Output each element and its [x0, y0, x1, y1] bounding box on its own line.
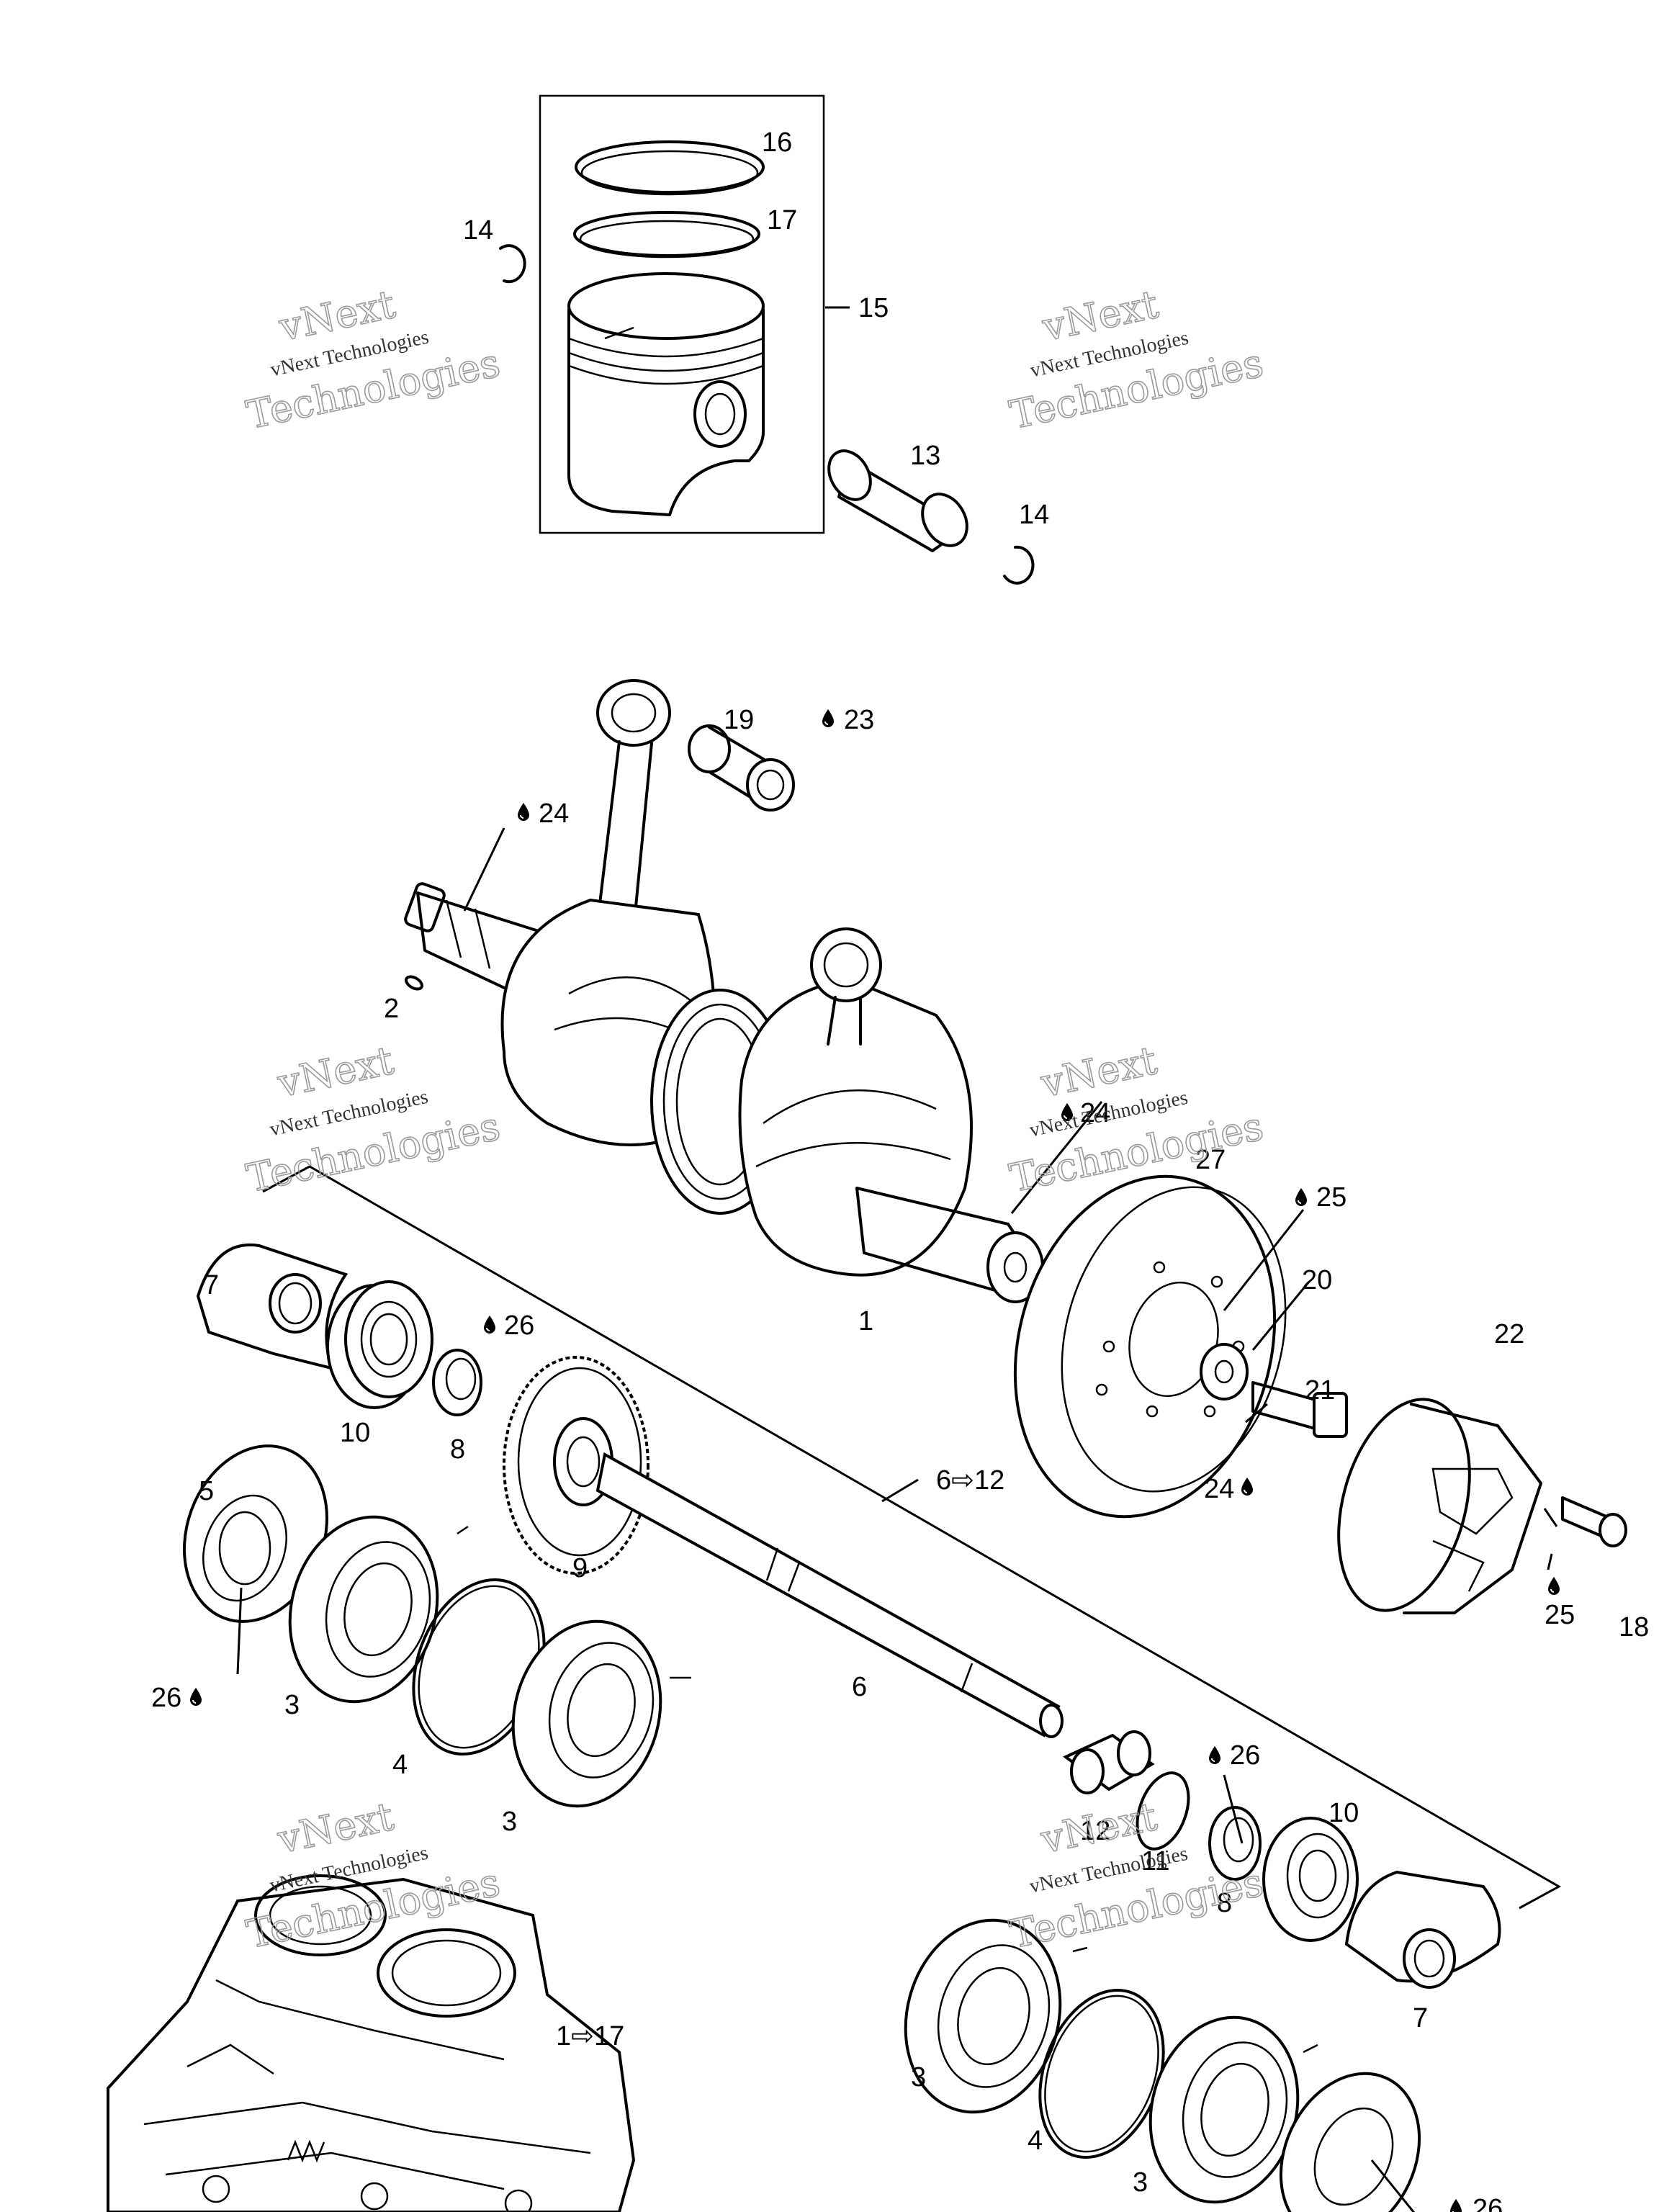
key-2 — [405, 975, 423, 991]
callout-4-right: 4 — [1028, 2126, 1043, 2156]
needle-bearing-19 — [688, 724, 795, 811]
callout-23: 23 — [844, 705, 874, 735]
callout-11: 11 — [1141, 1846, 1169, 1876]
flywheel-27 — [1013, 1174, 1287, 1519]
counterweight-7-right — [1344, 1870, 1501, 1989]
callout-3-c: 3 — [911, 2062, 926, 2092]
callout-18: 18 — [1619, 1612, 1649, 1642]
callout-9: 9 — [572, 1553, 588, 1583]
screw-18 — [1561, 1496, 1627, 1547]
oil-drop-icon — [1208, 1745, 1222, 1766]
callout-3-d: 3 — [1133, 2167, 1148, 2198]
oil-drop-icon — [1449, 2198, 1463, 2212]
watermark-6: vNext Technologies vNext Technologies — [1005, 1793, 1267, 1958]
oil-drop-icon — [1294, 1187, 1308, 1208]
callout-3-a: 3 — [284, 1690, 300, 1720]
ball-bearing-10-left — [326, 1280, 433, 1409]
callout-25-top: 25 — [1316, 1182, 1346, 1213]
callout-26-a: 26 — [504, 1310, 534, 1341]
callout-6-to-12: 6⇨12 — [936, 1465, 1004, 1496]
circlip-14-left — [499, 244, 526, 284]
ball-bearing-10-right — [1262, 1817, 1359, 1942]
callout-14-right: 14 — [1019, 500, 1049, 530]
connecting-rod-left — [596, 679, 671, 930]
callout-24-top: 24 — [539, 799, 569, 829]
callout-6: 6 — [852, 1672, 867, 1702]
callout-7-right: 7 — [1413, 2003, 1428, 2033]
callout-1-to-17: 1⇨17 — [556, 2021, 624, 2051]
piston-15 — [567, 272, 765, 516]
callout-24-bolt: 24 — [1204, 1474, 1234, 1504]
callout-3-b: 3 — [502, 1807, 517, 1837]
oil-drop-icon — [482, 1314, 497, 1335]
oil-drop-icon — [821, 708, 835, 729]
oil-drop-icon — [516, 801, 531, 822]
bolt-21 — [1251, 1381, 1348, 1438]
washer-20 — [1200, 1343, 1249, 1401]
callout-24-mid: 24 — [1080, 1098, 1110, 1128]
callout-17: 17 — [767, 205, 797, 235]
shaft-6 — [595, 1452, 1064, 1738]
ring-11 — [1136, 1771, 1190, 1851]
piston-ring-16 — [575, 140, 765, 196]
needle-bearing-12 — [1063, 1730, 1155, 1794]
callout-26-d: 26 — [1473, 2194, 1503, 2212]
oil-drop-icon — [1240, 1476, 1254, 1497]
piston-pin-13 — [827, 449, 968, 552]
callout-25-bottom: 25 — [1545, 1600, 1575, 1630]
piston-ring-17 — [573, 211, 760, 258]
callout-4-left: 4 — [392, 1750, 408, 1780]
leader-lines — [236, 827, 1558, 2212]
oil-drop-icon — [1547, 1575, 1561, 1596]
callout-1: 1 — [858, 1306, 873, 1336]
callout-2: 2 — [384, 994, 399, 1024]
watermark-1: vNext Technologies vNext Technologies — [242, 281, 504, 439]
engine-block — [107, 1874, 636, 2212]
callout-26-c: 26 — [1230, 1740, 1260, 1771]
callout-5: 5 — [199, 1476, 214, 1506]
callout-8-right: 8 — [1217, 1888, 1232, 1918]
callout-15: 15 — [858, 293, 889, 323]
callout-26-b: 26 — [151, 1683, 181, 1713]
oil-drop-icon — [189, 1686, 203, 1707]
callout-10-right: 10 — [1328, 1798, 1359, 1828]
ball-bearing-3-middle-left — [511, 1619, 691, 1808]
callout-7-left: 7 — [204, 1270, 219, 1300]
watermark-2: vNext Technologies vNext Technologies — [1005, 281, 1267, 439]
callout-22: 22 — [1494, 1319, 1524, 1349]
callout-19: 19 — [724, 705, 754, 735]
seal-8-left — [432, 1349, 482, 1416]
callout-10-left: 10 — [340, 1418, 370, 1448]
callout-27: 27 — [1195, 1145, 1226, 1175]
callout-21: 21 — [1305, 1375, 1335, 1406]
callout-13: 13 — [910, 441, 940, 471]
counterweight-7-left — [196, 1243, 349, 1370]
piston-kit-box — [539, 94, 825, 534]
group-bracket-6-12 — [262, 1165, 1562, 1910]
callout-8-left: 8 — [450, 1434, 465, 1465]
seal-8-right — [1208, 1806, 1262, 1881]
seal-5-right — [1279, 2072, 1421, 2212]
seal-5 — [183, 1444, 328, 1623]
callout-12: 12 — [1080, 1816, 1110, 1846]
coupling-22 — [1337, 1398, 1542, 1614]
ball-bearing-3-upper-left — [288, 1515, 469, 1704]
callout-14-top: 14 — [463, 215, 493, 246]
callout-16: 16 — [762, 127, 792, 158]
connecting-rod-right — [810, 927, 882, 1046]
ball-bearing-3-lower-right-a — [904, 1918, 1088, 2114]
circlip-14-right — [1003, 545, 1035, 585]
callout-20: 20 — [1302, 1265, 1332, 1295]
watermark-3: vNext Technologies vNext Technologies — [242, 1037, 504, 1202]
crankshaft-1 — [404, 882, 1044, 1303]
